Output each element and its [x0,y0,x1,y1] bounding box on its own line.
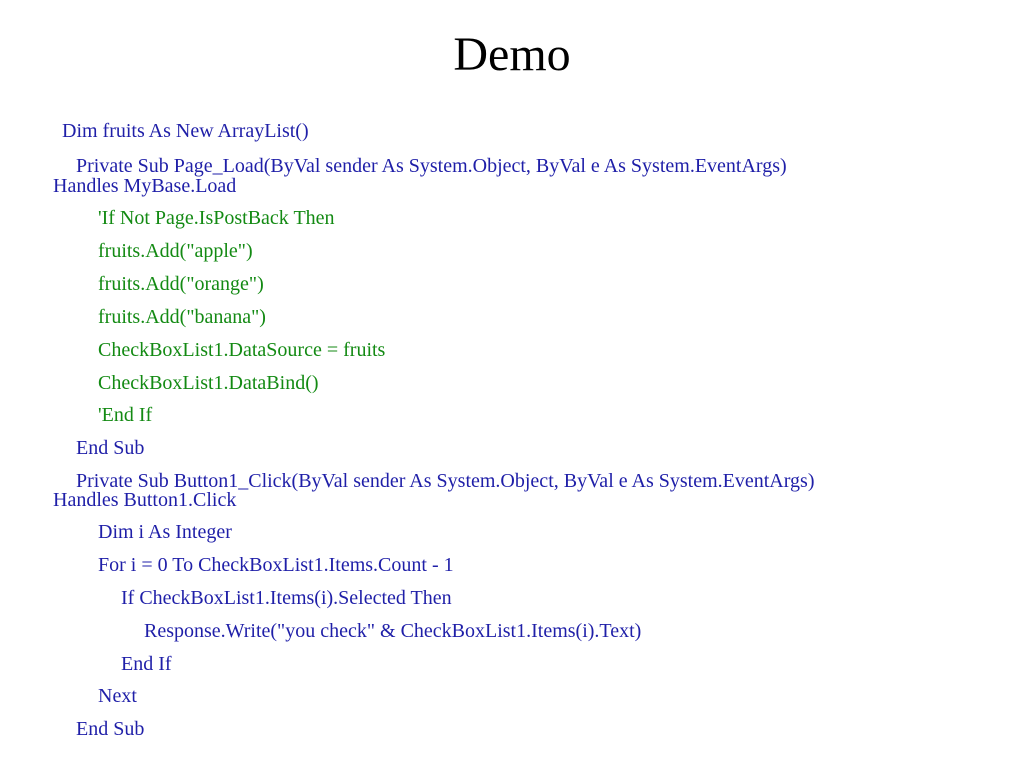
code-line-for-loop: For i = 0 To CheckBoxList1.Items.Count -… [98,554,454,576]
code-line-add-apple: fruits.Add("apple") [98,240,253,262]
code-line-button-click-sub: Private Sub Button1_Click(ByVal sender A… [76,470,815,492]
code-line-databind: CheckBoxList1.DataBind() [98,372,319,394]
code-line-comment-if-not-postback: 'If Not Page.IsPostBack Then [98,207,335,229]
code-line-end-sub-2: End Sub [76,718,145,740]
code-line-end-if: End If [121,653,172,675]
code-line-response-write: Response.Write("you check" & CheckBoxLis… [144,620,642,642]
code-line-add-banana: fruits.Add("banana") [98,306,266,328]
code-line-page-load-sub: Private Sub Page_Load(ByVal sender As Sy… [76,155,787,177]
code-line-next: Next [98,685,137,707]
code-line-dim-fruits: Dim fruits As New ArrayList() [62,120,309,142]
code-line-if-selected: If CheckBoxList1.Items(i).Selected Then [121,587,452,609]
code-line-handles-button-click: Handles Button1.Click [53,489,237,511]
slide-title: Demo [453,28,571,81]
code-line-add-orange: fruits.Add("orange") [98,273,264,295]
code-line-handles-mybase-load: Handles MyBase.Load [53,175,237,197]
code-line-datasource: CheckBoxList1.DataSource = fruits [98,339,386,361]
code-line-end-sub-1: End Sub [76,437,145,459]
code-line-dim-i: Dim i As Integer [98,521,232,543]
code-line-comment-end-if: 'End If [98,404,153,426]
